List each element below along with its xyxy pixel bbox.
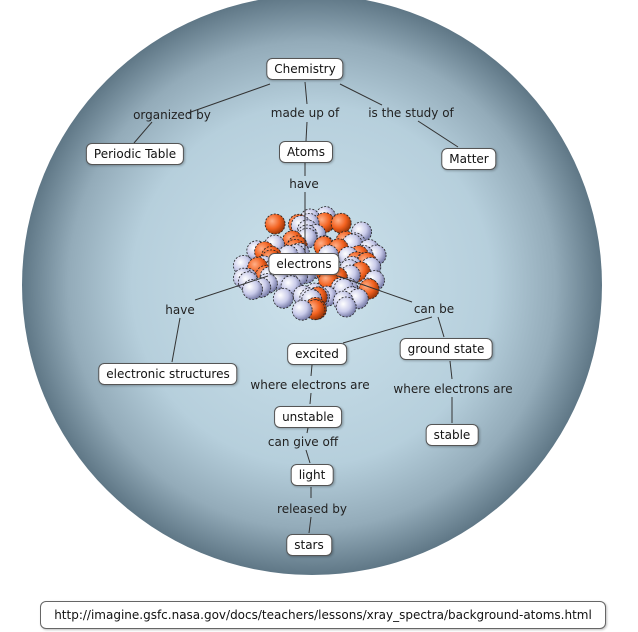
neutron-ball [291, 299, 313, 321]
node-electrons[interactable]: electrons [268, 253, 340, 275]
node-periodic-table[interactable]: Periodic Table [85, 143, 185, 165]
node-ground-state[interactable]: ground state [399, 338, 493, 360]
source-url[interactable]: http://imagine.gsfc.nasa.gov/docs/teache… [40, 601, 606, 629]
link-organized-by: organized by [133, 108, 211, 122]
link-released-by: released by [277, 502, 347, 516]
node-stable[interactable]: stable [425, 424, 479, 446]
link-where-electrons-are-ground: where electrons are [393, 382, 513, 396]
link-can-be: can be [413, 302, 455, 316]
proton-ball [330, 212, 352, 234]
connector-lines [133, 81, 459, 534]
link-have-atoms: have [289, 177, 319, 191]
link-can-give-off: can give off [267, 435, 339, 449]
node-chemistry[interactable]: Chemistry [266, 58, 344, 80]
neutron-ball [335, 296, 357, 318]
neutron-ball [242, 279, 264, 300]
node-unstable[interactable]: unstable [274, 406, 342, 428]
node-matter[interactable]: Matter [441, 148, 497, 170]
link-made-up-of: made up of [270, 106, 340, 120]
proton-ball [264, 213, 286, 235]
link-where-electrons-are-excited: where electrons are [250, 378, 370, 392]
node-light[interactable]: light [290, 464, 334, 486]
node-electronic-structures[interactable]: electronic structures [98, 363, 238, 385]
node-stars[interactable]: stars [286, 534, 332, 556]
node-atoms[interactable]: Atoms [279, 141, 333, 163]
node-excited[interactable]: excited [287, 343, 347, 365]
neutron-ball [272, 287, 294, 309]
link-is-the-study-of: is the study of [368, 106, 454, 120]
link-have-electrons: have [165, 303, 195, 317]
